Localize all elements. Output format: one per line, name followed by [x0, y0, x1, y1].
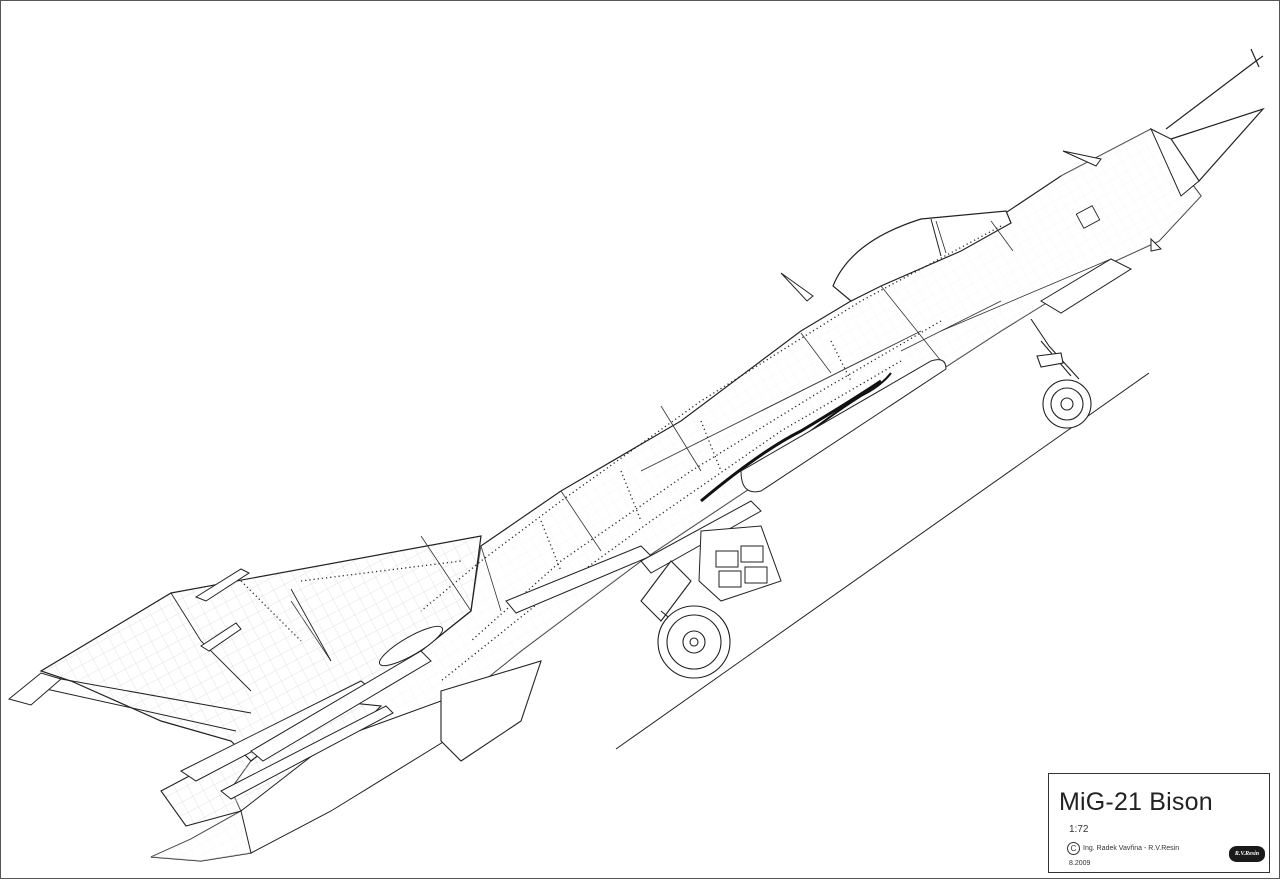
dorsal-antenna [780, 272, 814, 302]
wing-tip [7, 672, 63, 706]
main-landing-gear [640, 560, 731, 679]
author-name: Ing. Radek Vavřina - R.V.Resin [1083, 845, 1180, 852]
title-block: MiG-21 Bison 1:72 C Ing. Radek Vavřina -… [1048, 773, 1270, 873]
copyright-icon: C [1067, 842, 1080, 855]
drawing-scale: 1:72 [1069, 824, 1089, 835]
rv-resin-logo: R.V.Resin [1229, 846, 1265, 862]
nose-gear-door [1040, 258, 1133, 314]
drawing-date: 8.2009 [1069, 860, 1091, 867]
intake-lip [1149, 127, 1200, 197]
ventral-fin [440, 660, 542, 762]
wing-fence-outer [194, 568, 251, 602]
nose-landing-gear [1030, 318, 1092, 429]
pitot-probe [1165, 48, 1264, 130]
author-line: C Ing. Radek Vavřina - R.V.Resin [1067, 842, 1179, 855]
wing-fence-inner [200, 622, 242, 652]
drop-tank [740, 359, 947, 493]
drawing-title: MiG-21 Bison [1059, 788, 1213, 816]
underwing-stores [180, 500, 762, 800]
canopy [832, 210, 1012, 302]
flap-edge [700, 379, 882, 503]
gear-bay [698, 525, 782, 602]
ground-line [615, 372, 1150, 750]
